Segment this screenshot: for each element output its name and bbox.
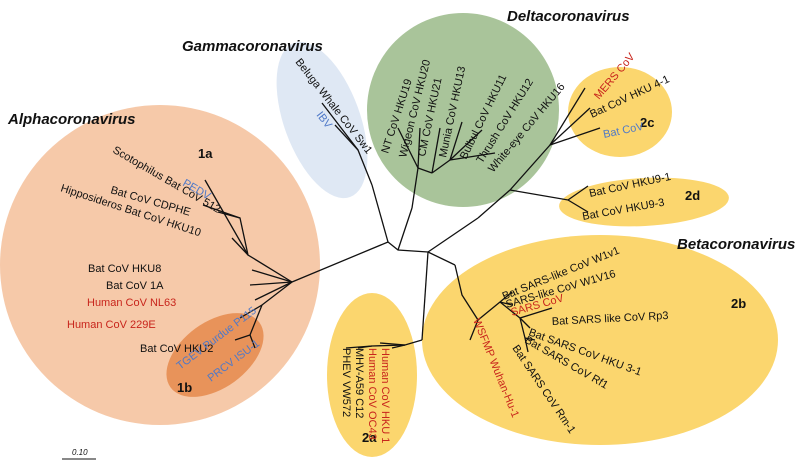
- leaf-label: Human CoV NL63: [87, 297, 176, 309]
- clade-1b-region: [166, 313, 264, 397]
- subgroup-label-2b: 2b: [731, 296, 746, 311]
- clade-delta-region: [367, 13, 559, 207]
- leaf-label: PHEV VW572: [340, 348, 352, 417]
- scale-bar-label: 0.10: [72, 448, 88, 457]
- subgroup-label-2a: 2a: [362, 430, 377, 445]
- clade-2c-region: [568, 67, 672, 157]
- clade-2d-region: [559, 177, 729, 227]
- clade-2a-region: [327, 293, 417, 457]
- leaf-label: Human CoV HKU 1: [379, 348, 391, 443]
- subgroup-label-1b: 1b: [177, 380, 192, 395]
- genus-label-betacoronavirus: Betacoronavirus: [677, 236, 795, 253]
- clade-gamma-region: [276, 41, 368, 199]
- leaf-label: MHV-A59 C12: [353, 348, 365, 418]
- leaf-label: Bat CoV HKU2: [140, 343, 213, 355]
- leaf-label: Bat CoV 1A: [106, 280, 164, 292]
- subgroup-label-2c: 2c: [640, 115, 654, 130]
- genus-label-alphacoronavirus: Alphacoronavirus: [7, 111, 136, 128]
- leaf-label: Bat CoV HKU8: [88, 263, 161, 275]
- subgroup-label-1a: 1a: [198, 146, 213, 161]
- genus-label-deltacoronavirus: Deltacoronavirus: [507, 8, 630, 25]
- clade-2b-region: [422, 235, 778, 445]
- leaf-label: Human CoV OC43: [366, 348, 378, 440]
- genus-label-gammacoronavirus: Gammacoronavirus: [182, 38, 323, 55]
- leaf-label: Human CoV 229E: [67, 319, 156, 331]
- subgroup-label-2d: 2d: [685, 188, 700, 203]
- tree-branches: [202, 87, 601, 353]
